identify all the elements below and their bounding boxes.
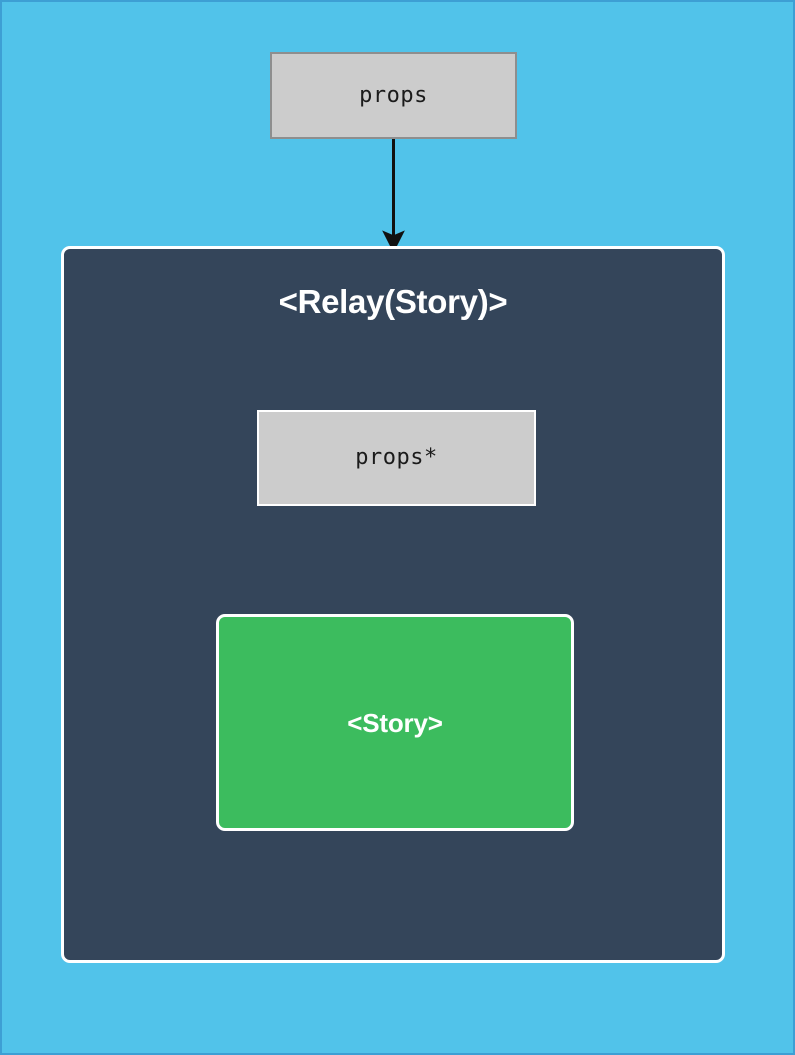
node-props-inner[interactable]: props*	[257, 410, 536, 506]
node-story-label: <Story>	[347, 707, 443, 738]
node-props-outer[interactable]: props	[270, 52, 517, 139]
node-relay-container[interactable]: <Relay(Story)> props* <Story>	[61, 246, 725, 963]
relay-container-title: <Relay(Story)>	[278, 283, 508, 320]
node-props-inner-label: props*	[355, 445, 438, 470]
node-props-outer-label: props	[359, 82, 428, 108]
node-story[interactable]: <Story>	[216, 614, 574, 831]
